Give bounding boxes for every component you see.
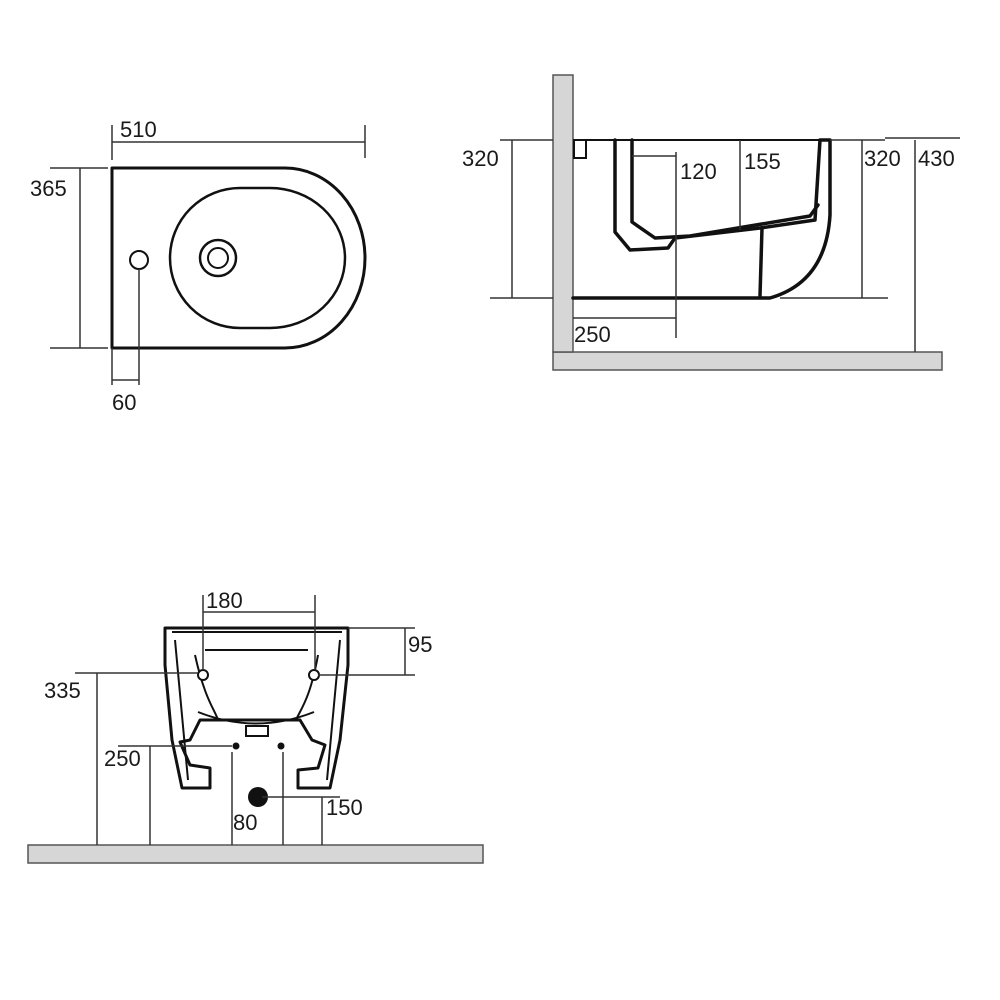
side-pedestal-line <box>758 226 764 298</box>
dim-front-height-label: 320 <box>864 146 901 171</box>
dim-wall-distance-label: 250 <box>574 322 611 347</box>
dim-depth-label: 365 <box>30 176 67 201</box>
fixing-hole-left-icon <box>197 669 209 681</box>
dim-hole-drop-label: 95 <box>408 632 432 657</box>
top-view: 510 365 60 <box>30 117 367 415</box>
dim-waste-height-label: 150 <box>326 795 363 820</box>
front-view: 180 95 335 250 80 150 <box>27 588 484 864</box>
front-waste-plug <box>245 725 269 737</box>
side-view: 320 120 155 320 430 250 <box>462 74 960 371</box>
dim-supply-height-label: 250 <box>104 746 141 771</box>
side-body-profile <box>571 138 832 300</box>
dim-waste-label: 155 <box>744 149 781 174</box>
front-outer-outline <box>163 626 350 790</box>
dim-rear-height-label: 320 <box>462 146 499 171</box>
supply-left-icon <box>232 742 240 750</box>
side-wall <box>552 74 574 353</box>
dim-tap-drop-label: 120 <box>680 159 717 184</box>
top-view-outline <box>110 166 367 350</box>
dim-tap-label: 60 <box>112 390 136 415</box>
front-inner-band <box>172 631 342 721</box>
supply-right-icon <box>277 742 285 750</box>
dim-supply-spacing-label: 80 <box>233 810 257 835</box>
top-view-bowl <box>168 186 347 330</box>
dim-hole-spacing-label: 180 <box>206 588 243 613</box>
tap-hole-icon <box>129 250 149 270</box>
waste-outlet-icon <box>248 787 268 807</box>
front-bowl-curve <box>197 711 315 725</box>
side-floor <box>552 351 943 371</box>
dim-width-label: 510 <box>120 117 157 142</box>
drain-inner-icon <box>207 247 229 269</box>
dim-fixing-height-label: 335 <box>44 678 81 703</box>
front-inner-legs <box>174 639 341 781</box>
front-floor <box>27 844 484 864</box>
side-bracket <box>573 139 587 159</box>
fixing-hole-right-icon <box>308 669 320 681</box>
side-bowl-inner <box>630 138 820 240</box>
dim-overall-height-label: 430 <box>918 146 955 171</box>
